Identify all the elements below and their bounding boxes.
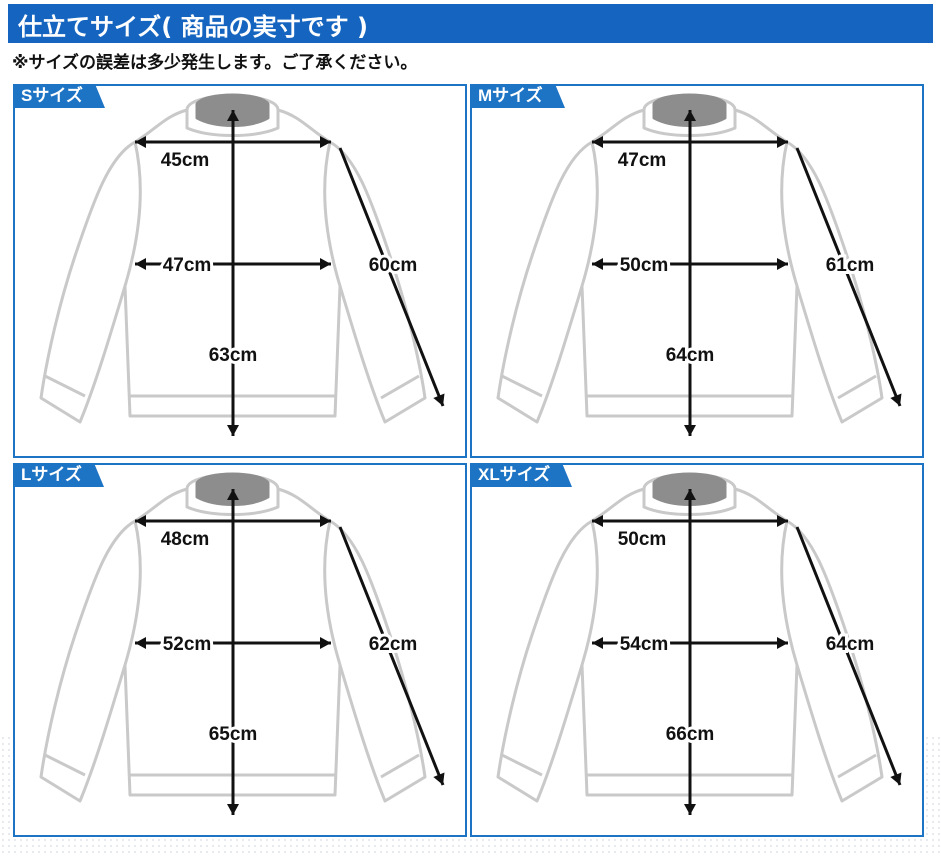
body-length-label: 66cm bbox=[666, 724, 715, 745]
chest-width-label: 54cm bbox=[620, 634, 669, 655]
body-length-label: 64cm bbox=[666, 345, 715, 366]
shoulder-width-label: 45cm bbox=[161, 150, 210, 171]
size-panel-l: 48cm 52cm 65cm 62cm Lサイズ bbox=[13, 463, 467, 837]
chest-width-label: 50cm bbox=[620, 255, 669, 276]
sweater-diagram: 47cm 50cm 64cm 61cm bbox=[496, 93, 902, 436]
sweater-diagram: 48cm 52cm 65cm 62cm bbox=[39, 472, 445, 815]
chest-width-label: 52cm bbox=[163, 634, 212, 655]
sleeve-length-label: 64cm bbox=[826, 634, 875, 655]
size-panel-s: 45cm 47cm 63cm 60cm Sサイズ bbox=[13, 84, 467, 458]
body-length-label: 63cm bbox=[209, 345, 258, 366]
sleeve-length-label: 60cm bbox=[369, 255, 418, 276]
sleeve-length-label: 61cm bbox=[826, 255, 875, 276]
header-banner: 仕立てサイズ( 商品の実寸です ) bbox=[8, 4, 933, 41]
shoulder-width-label: 50cm bbox=[618, 529, 667, 550]
measurement-arrows bbox=[592, 110, 902, 436]
header-divider bbox=[8, 40, 933, 43]
size-tolerance-note: ※サイズの誤差は多少発生します。ご了承ください。 bbox=[12, 53, 418, 73]
sweater-diagram: 50cm 54cm 66cm 64cm bbox=[496, 472, 902, 815]
size-tab-xl: XLサイズ bbox=[472, 465, 573, 487]
page-title: 仕立てサイズ( 商品の実寸です ) bbox=[18, 13, 368, 41]
shoulder-width-label: 47cm bbox=[618, 150, 667, 171]
size-panel-m: 47cm 50cm 64cm 61cm Mサイズ bbox=[470, 84, 924, 458]
chest-width-label: 47cm bbox=[163, 255, 212, 276]
size-tab-m: Mサイズ bbox=[472, 86, 565, 108]
sweater-diagram: 45cm 47cm 63cm 60cm bbox=[39, 93, 445, 436]
size-tab-l: Lサイズ bbox=[15, 465, 104, 487]
measurement-arrows bbox=[135, 489, 445, 815]
measurement-arrows bbox=[135, 110, 445, 436]
shoulder-width-label: 48cm bbox=[161, 529, 210, 550]
measurement-arrows bbox=[592, 489, 902, 815]
sweater-outline bbox=[39, 93, 427, 424]
size-panel-xl: 50cm 54cm 66cm 64cm XLサイズ bbox=[470, 463, 924, 837]
sleeve-length-label: 62cm bbox=[369, 634, 418, 655]
size-tab-s: Sサイズ bbox=[15, 86, 105, 108]
body-length-label: 65cm bbox=[209, 724, 258, 745]
